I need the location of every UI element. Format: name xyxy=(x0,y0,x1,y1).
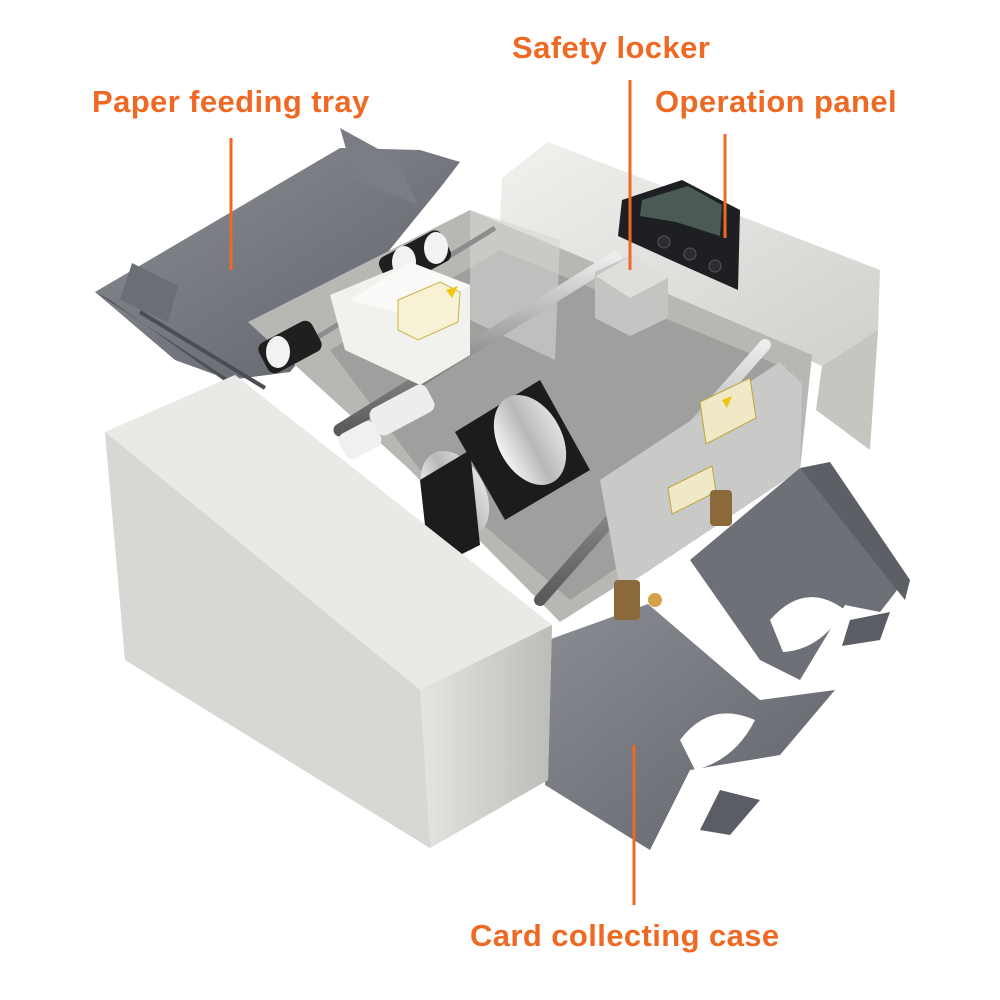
label-operation-panel: Operation panel xyxy=(655,84,897,119)
label-card-collecting-case: Card collecting case xyxy=(470,918,780,953)
warning-triangle-icon xyxy=(722,396,732,408)
adjustment-brackets xyxy=(614,490,732,620)
panel-button-icon xyxy=(708,259,722,273)
label-paper-feeding-tray: Paper feeding tray xyxy=(92,84,370,119)
label-safety-locker: Safety locker xyxy=(512,30,711,65)
safety-locker-block xyxy=(595,255,668,336)
card-collecting-case xyxy=(545,462,910,850)
lcd-display-icon xyxy=(640,186,722,236)
safety-cover xyxy=(330,262,470,385)
side-plate xyxy=(600,362,802,590)
warning-triangle-icon xyxy=(446,286,458,298)
paper-feeding-tray xyxy=(95,128,460,392)
front-housing xyxy=(105,375,552,848)
panel-button-icon xyxy=(657,235,671,249)
cutting-roller xyxy=(420,380,590,570)
panel-button-icon xyxy=(683,247,697,261)
operation-panel xyxy=(618,180,740,290)
leader-lines xyxy=(229,80,727,905)
